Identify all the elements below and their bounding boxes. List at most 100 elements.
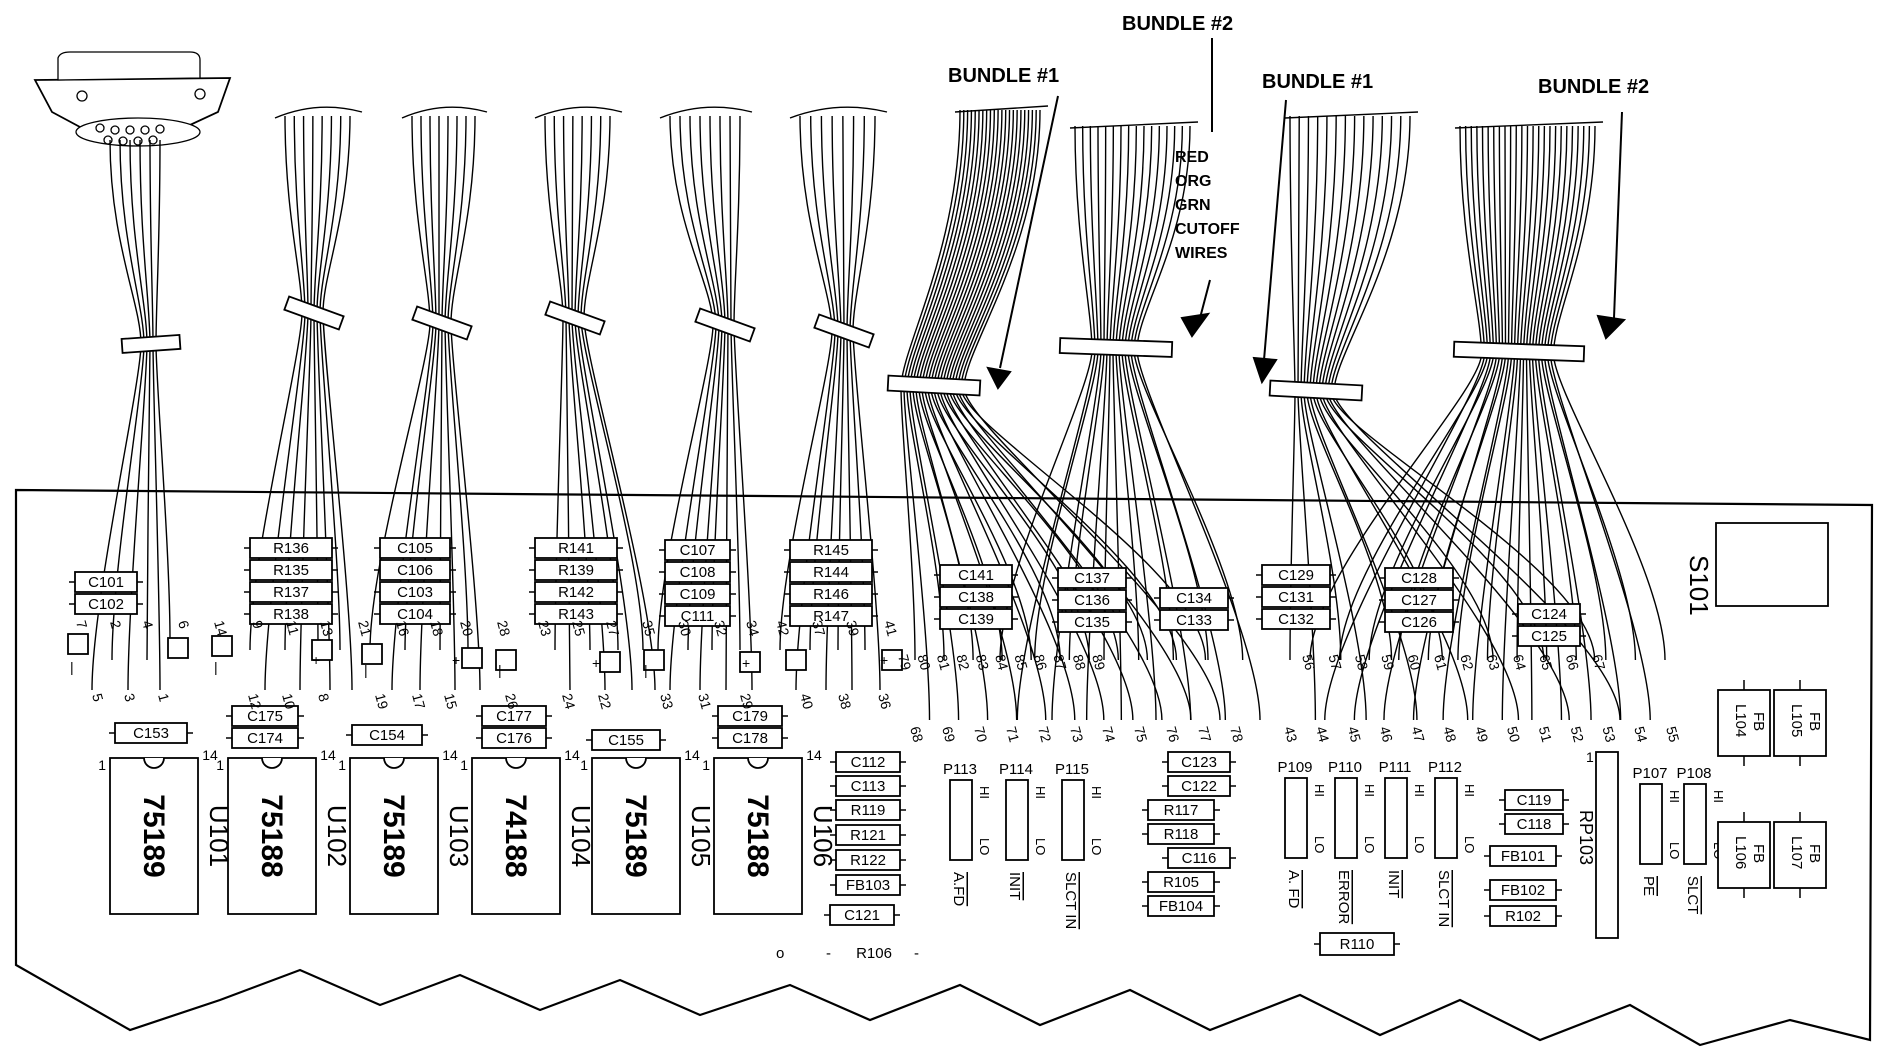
svg-text:FB: FB	[1806, 844, 1823, 863]
stack-part-c139[interactable]: C139	[934, 608, 1018, 630]
svg-text:1: 1	[702, 757, 710, 773]
part-r102[interactable]: R102	[1484, 905, 1562, 927]
pin-label: 13	[317, 619, 337, 638]
stack-part-r139[interactable]: R139	[529, 559, 623, 581]
part-fb102[interactable]: FB102	[1484, 879, 1562, 901]
svg-text:HI: HI	[1312, 784, 1327, 797]
stack-part-c108[interactable]: C108	[659, 561, 736, 583]
pin-label: 44	[1313, 725, 1333, 744]
pin-label: 34	[743, 619, 763, 638]
stack-part-c126[interactable]: C126	[1379, 611, 1459, 633]
cap-c153[interactable]: C153	[109, 722, 193, 744]
part-r118[interactable]: R118	[1142, 823, 1220, 845]
stack-part-r141[interactable]: R141	[529, 537, 623, 559]
stack-part-c107[interactable]: C107	[659, 539, 736, 561]
cap-c174[interactable]: C174	[226, 727, 304, 749]
svg-text:C106: C106	[397, 562, 433, 579]
cap-c175[interactable]: C175	[226, 705, 304, 727]
part-fb104[interactable]: FB104	[1142, 895, 1220, 917]
stack-part-r143[interactable]: R143	[529, 603, 623, 625]
svg-text:C135: C135	[1074, 614, 1110, 631]
stack-part-c132[interactable]: C132	[1256, 608, 1336, 630]
part-c116[interactable]: C116	[1162, 847, 1236, 869]
stack-part-c133[interactable]: C133	[1154, 609, 1234, 631]
stack-part-r146[interactable]: R146	[784, 583, 878, 605]
stack-part-r147[interactable]: R147	[784, 605, 878, 627]
stack-part-c131[interactable]: C131	[1256, 586, 1336, 608]
stack-part-r144[interactable]: R144	[784, 561, 878, 583]
cap-c176[interactable]: C176	[476, 727, 552, 749]
cap-c177[interactable]: C177	[476, 705, 552, 727]
s101-switch[interactable]	[1715, 522, 1829, 607]
stack-part-r138[interactable]: R138	[244, 603, 338, 625]
stack-part-c138[interactable]: C138	[934, 586, 1018, 608]
stack-part-r142[interactable]: R142	[529, 581, 623, 603]
part-c121[interactable]: C121	[824, 904, 900, 926]
part-r119[interactable]: R119	[830, 799, 906, 821]
stack-part-c137[interactable]: C137	[1052, 567, 1132, 589]
stack-part-c141[interactable]: C141	[934, 564, 1018, 586]
stack-part-c125[interactable]: C125	[1512, 625, 1586, 647]
pin-label: 72	[1035, 725, 1055, 744]
part-r105[interactable]: R105	[1142, 871, 1220, 893]
stack-part-c106[interactable]: C106	[374, 559, 456, 581]
stack-part-c129[interactable]: C129	[1256, 564, 1336, 586]
part-r117[interactable]: R117	[1142, 799, 1220, 821]
pin-label: 54	[1631, 725, 1651, 744]
cap-c179[interactable]: C179	[712, 705, 788, 727]
stack-part-c124[interactable]: C124	[1512, 603, 1586, 625]
part-c119[interactable]: C119	[1499, 789, 1569, 811]
svg-text:C128: C128	[1401, 570, 1437, 587]
part-fb101[interactable]: FB101	[1484, 845, 1562, 867]
part-r122[interactable]: R122	[830, 849, 906, 871]
part-r121[interactable]: R121	[830, 824, 906, 846]
stack-part-r145[interactable]: R145	[784, 539, 878, 561]
part-c122[interactable]: C122	[1162, 775, 1236, 797]
cap-c178[interactable]: C178	[712, 727, 788, 749]
stack-part-c101[interactable]: C101	[69, 571, 143, 593]
stack-part-c105[interactable]: C105	[374, 537, 456, 559]
stack-part-c136[interactable]: C136	[1052, 589, 1132, 611]
cap-c154[interactable]: C154	[346, 724, 428, 746]
stack-part-c135[interactable]: C135	[1052, 611, 1132, 633]
stack-part-c111[interactable]: C111	[659, 605, 736, 627]
stack-part-c103[interactable]: C103	[374, 581, 456, 603]
stack-part-c128[interactable]: C128	[1379, 567, 1459, 589]
stack-part-c109[interactable]: C109	[659, 583, 736, 605]
stack-part-r135[interactable]: R135	[244, 559, 338, 581]
solder-pad	[211, 635, 233, 657]
part-r110[interactable]: R110	[1314, 932, 1400, 956]
part-c118[interactable]: C118	[1499, 813, 1569, 835]
stack-part-r137[interactable]: R137	[244, 581, 338, 603]
stack-part-c134[interactable]: C134	[1154, 587, 1234, 609]
stack-part-c102[interactable]: C102	[69, 593, 143, 615]
part-c123[interactable]: C123	[1162, 751, 1236, 773]
stack-part-r136[interactable]: R136	[244, 537, 338, 559]
stack-part-c127[interactable]: C127	[1379, 589, 1459, 611]
part-fb103[interactable]: FB103	[830, 874, 906, 896]
part-c113[interactable]: C113	[830, 775, 906, 797]
cap-c155[interactable]: C155	[586, 729, 666, 751]
stack-part-c104[interactable]: C104	[374, 603, 456, 625]
part-c112[interactable]: C112	[830, 751, 906, 773]
svg-text:14: 14	[202, 747, 218, 763]
